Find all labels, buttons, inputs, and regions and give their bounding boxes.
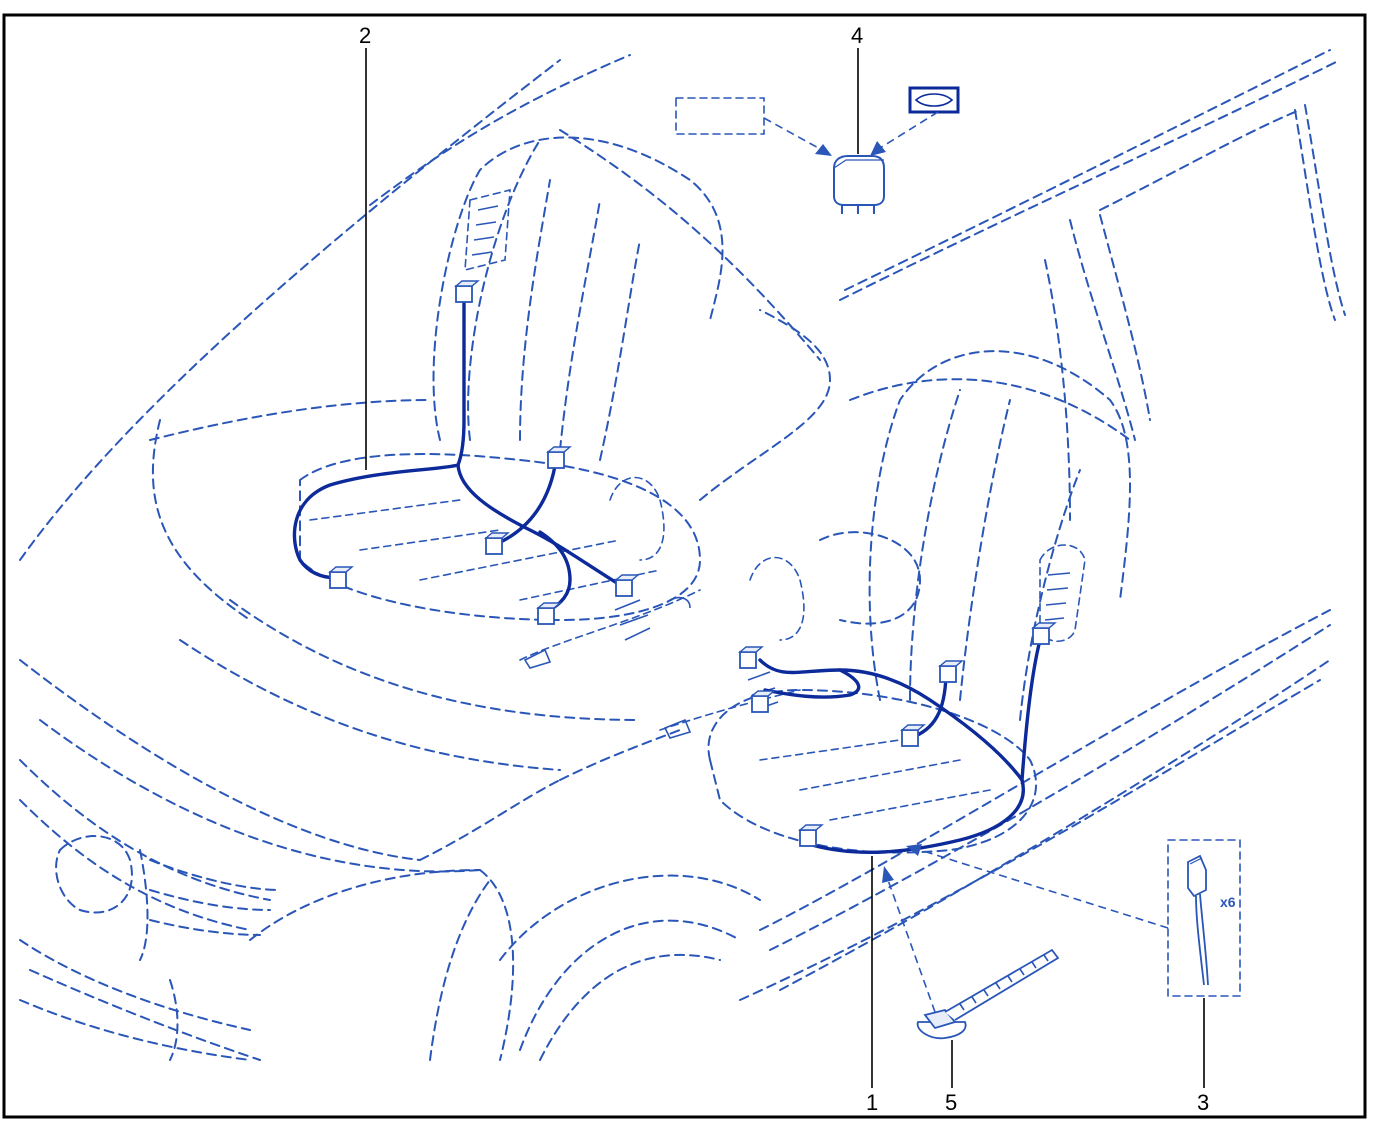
right-seat-connectors [738,622,1057,847]
left-seat-outline [299,129,832,669]
terminal-icon [1187,854,1209,986]
connector [1031,622,1057,645]
relay-symbol-box [908,86,960,114]
connector [454,280,480,303]
callout-leaders [365,48,1205,1088]
relay-icon [833,155,885,214]
connector [328,566,354,589]
right-seat-harness [758,638,1042,855]
right-seat-outline [659,350,1131,854]
cable-tie-pointer [887,879,936,1013]
callout-2: 2 [359,23,371,48]
left-seat-harness [292,300,622,614]
connector [546,446,572,469]
left-seat-connectors [328,280,640,625]
cable-tie-icon [916,948,1060,1040]
connector [900,724,926,747]
terminal-quantity: x6 [1220,894,1236,910]
callout-labels: 2 4 1 5 3 [359,23,1209,1115]
relay-location-box [675,97,765,135]
terminal-pointer [919,849,1169,929]
callout-3: 3 [1197,1090,1209,1115]
callout-4: 4 [851,23,863,48]
callout-1: 1 [866,1090,878,1115]
connector [798,824,824,847]
connector [614,574,640,597]
terminal-inset-box [1167,839,1241,997]
connector [484,532,510,555]
connector [750,690,776,713]
callout-5: 5 [945,1090,957,1115]
terminal-inset: x6 [1167,839,1241,997]
diagram-frame [2,13,1367,1119]
connector [738,646,764,669]
connector [938,660,964,683]
connector [536,602,562,625]
relay-assembly [675,86,960,214]
vehicle-body-outline [19,49,1346,1061]
